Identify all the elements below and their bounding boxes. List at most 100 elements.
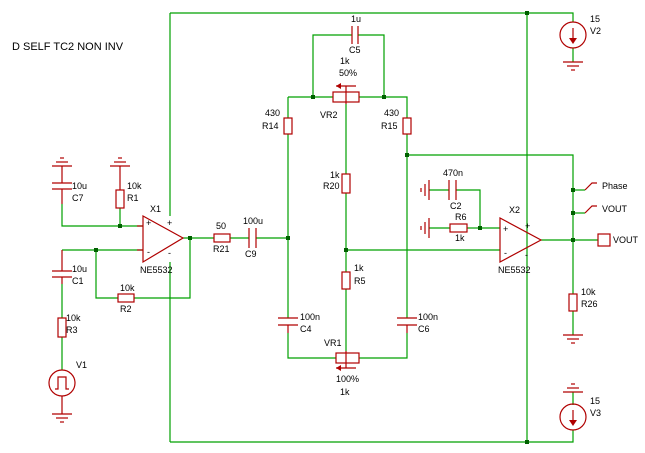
probe-vout[interactable]: VOUT [584,204,628,214]
ground-symbol-c2 [420,180,430,200]
r26-ref: R26 [581,299,598,309]
capacitor-c9[interactable]: 100u C9 [243,216,263,259]
junction-dot [525,11,529,15]
r5-value: 1k [354,263,364,273]
resistor-r5[interactable]: 1k R5 [341,263,366,290]
junction-dot [478,226,482,230]
opamp-x1[interactable]: + - + - X1 NE5532 [137,204,185,275]
potentiometer-vr1[interactable]: VR1 100% 1k [324,338,360,397]
c6-ref: C6 [418,324,430,334]
x1-ref: X1 [150,204,161,214]
c6-bottom-wire [359,333,408,359]
vout-probe-label: VOUT [602,204,628,214]
resistor-r14[interactable]: 430 R14 [262,108,293,135]
junction-dot [118,224,122,228]
x1-plus-label: + [167,218,172,228]
junction-dot [286,236,290,240]
c2-ref: C2 [450,201,462,211]
feedback-wire [407,154,574,240]
resistor-r26[interactable]: 10k R26 [568,287,598,312]
r6-value: 1k [455,233,465,243]
vr1-ref: VR1 [324,338,342,348]
c2-value: 470n [443,168,463,178]
c4-bottom-wire [287,333,336,359]
resistor-r20[interactable]: 1k R20 [323,170,351,194]
x1-fb-wire-right [134,238,191,299]
resistor-r21[interactable]: 50 R21 [213,221,231,254]
c5-left-wire [312,34,352,97]
pulse-source-v1[interactable]: V1 [48,360,87,414]
vout-port-label: VOUT [613,235,639,245]
vr1-setting: 100% [336,374,359,384]
c5-right-wire [358,34,385,97]
ground-symbol-r1 [110,157,130,167]
capacitor-c1[interactable]: 10u C1 [52,250,87,286]
junction-dot [571,211,575,215]
vr2-value: 1k [340,56,350,66]
x2-plus-label: + [525,221,530,231]
resistor-r15[interactable]: 430 R15 [381,108,412,135]
junction-dot [382,95,386,99]
c7-value: 10u [72,181,87,191]
junction-dot [571,188,575,192]
x2-inplus-label: + [503,224,508,234]
ground-symbol-v3 [563,383,583,393]
vr2-right-wire [359,96,408,118]
probe-phase[interactable]: Phase [584,181,628,191]
c5-value: 1u [351,14,361,24]
x1-minus-label: - [168,248,171,258]
r1-ref: R1 [127,193,139,203]
x1-inplus-label: + [146,218,151,228]
c5-ref: C5 [349,45,361,55]
r26-value: 10k [581,287,596,297]
c1-ref: C1 [72,276,84,286]
capacitor-c6[interactable]: 100n C6 [397,312,438,334]
c9-ref: C9 [245,249,257,259]
r21-ref: R21 [213,244,230,254]
capacitor-c7[interactable]: 10u C7 [52,166,87,204]
r5-ref: R5 [354,276,366,286]
c4-ref: C4 [300,324,312,334]
dc-source-v3[interactable]: 15 V3 [559,396,601,431]
ground-symbol-c7 [52,157,72,167]
resistor-r6[interactable]: R6 1k [449,212,468,243]
capacitor-c4[interactable]: 100n C4 [278,312,320,334]
resistor-r3[interactable]: 10k R3 [57,313,81,338]
capacitor-c5[interactable]: 1u C5 [349,14,361,55]
c6-value: 100n [418,312,438,322]
potentiometer-vr2[interactable]: 1k 50% VR2 [320,56,360,120]
c7-ref: C7 [72,193,84,203]
x2-value: NE5532 [498,265,531,275]
v2-value: 15 [590,14,600,24]
r6-ref: R6 [455,212,467,222]
dc-source-v2[interactable]: 15 V2 [559,14,601,49]
ground-symbol-v2 [563,61,583,71]
r21-value: 50 [216,221,226,231]
c4-value: 100n [300,312,320,322]
junction-dot [571,238,575,242]
port-vout[interactable]: VOUT [597,233,639,247]
vr2-ref: VR2 [320,110,338,120]
vr2-setting: 50% [339,68,357,78]
opamp-x2[interactable]: + - + - X2 NE5532 [498,205,543,275]
wires [61,12,598,443]
junction-dot [344,248,348,252]
schematic-title: D SELF TC2 NON INV [12,41,124,53]
r3-value: 10k [66,313,81,323]
resistor-r2[interactable]: 10k R2 [117,283,135,314]
v2-ref: V2 [590,26,601,36]
r2-value: 10k [120,283,135,293]
v3-ref: V3 [590,408,601,418]
junction-dot [525,440,529,444]
r20-value: 1k [330,170,340,180]
capacitor-c2[interactable]: 470n C2 [443,168,463,211]
r15-ref: R15 [381,121,398,131]
resistor-r1[interactable]: 10k R1 [115,166,142,209]
x2-minus-label: - [525,250,528,260]
v3-value: 15 [590,396,600,406]
r1-value: 10k [127,181,142,191]
junction-dot [405,153,409,157]
c9-value: 100u [243,216,263,226]
ground-symbol-r6 [420,218,430,238]
